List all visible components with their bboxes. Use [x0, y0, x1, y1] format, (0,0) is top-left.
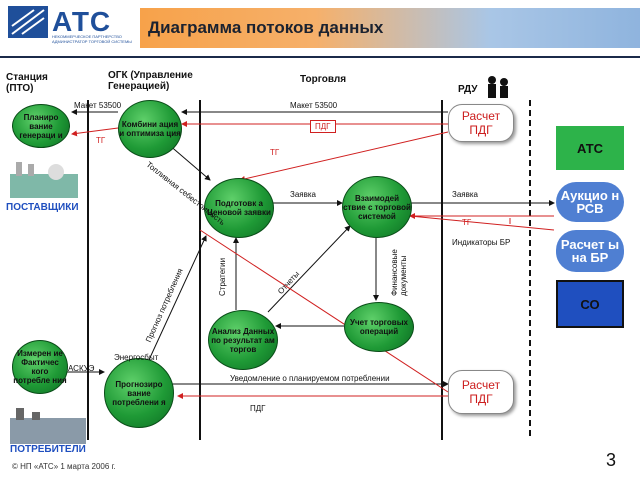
copyright: © НП «АТС» 1 марта 2006 г.	[12, 462, 116, 471]
node-gen-planning: Планиро вание генераци и	[12, 104, 70, 148]
label-pdg-bottom: ПДГ	[250, 404, 266, 413]
label-strategies: Стратегии	[218, 257, 227, 296]
node-interaction: Взаимодей ствие с торговой системой	[342, 176, 412, 238]
page-title: Диаграмма потоков данных	[148, 18, 384, 37]
factory-icon	[10, 408, 86, 444]
logo-emblem-icon	[8, 6, 48, 38]
pdg-calc-top: Расчет ПДГ	[448, 104, 514, 142]
label-pdg-box: ПДГ	[310, 120, 336, 133]
suppliers-label: ПОСТАВЩИКИ	[6, 202, 79, 213]
auction-box: Аукцио н РСВ	[556, 182, 624, 222]
node-forecast: Прогнозиро вание потреблени я	[104, 358, 174, 428]
consumers-label: ПОТРЕБИТЕЛИ	[10, 444, 86, 455]
label-maket-right: Макет 53500	[290, 101, 338, 110]
title-band	[140, 8, 640, 48]
rdu-people-icon	[488, 76, 508, 98]
label-br-indicators: Индикаторы БР	[452, 238, 511, 247]
ats-box: АТС	[556, 126, 624, 170]
pdg-calc-bottom: Расчет ПДГ	[448, 370, 514, 414]
logo-text: АТС	[52, 6, 112, 37]
logo-subtitle: НЕКОММЕРЧЕСКОЕ ПАРТНЕРСТВО АДМИНИСТРАТОР…	[52, 34, 132, 44]
page-number: 3	[606, 450, 617, 470]
node-analysis: Анализ Данных по результат ам торгов	[208, 310, 278, 370]
power-plant-icon	[10, 162, 78, 198]
br-calc-box: Расчет ы на БР	[556, 230, 624, 272]
column-trade: Торговля	[300, 74, 347, 85]
label-notify: Уведомление о планируемом потреблении	[230, 374, 390, 383]
node-prep-bid: Подготовк а Ценовой заявки	[204, 178, 274, 238]
node-combination: Комбини ация и оптимиза ция	[118, 100, 182, 158]
so-box: СО	[556, 280, 624, 328]
label-tg-left: ТГ	[96, 136, 106, 145]
label-energosbyt: Энергосбыт	[114, 353, 159, 362]
column-station: Станция (ПТО)	[6, 72, 48, 94]
label-tg-mid: ТГ	[270, 148, 280, 157]
label-maket-left: Макет 53500	[74, 101, 122, 110]
label-zayavka-right: Заявка	[452, 190, 478, 199]
column-ogk: ОГК (Управление Генерацией)	[108, 70, 193, 92]
node-accounting: Учет торговых операций	[344, 302, 414, 352]
header: АТС НЕКОММЕРЧЕСКОЕ ПАРТНЕРСТВО АДМИНИСТР…	[0, 0, 640, 56]
logo-area: АТС НЕКОММЕРЧЕСКОЕ ПАРТНЕРСТВО АДМИНИСТР…	[0, 0, 140, 48]
label-askue: АСКУЭ	[68, 364, 95, 373]
label-zayavka-mid: Заявка	[290, 190, 316, 199]
header-rule	[0, 56, 640, 58]
label-fin-docs: Финансовые документы	[390, 249, 408, 296]
column-rdu: РДУ	[458, 84, 478, 95]
node-consumption-measure: Измерен ие Фактичес кого потребле ния	[12, 340, 68, 394]
label-tg-right: ТГ	[462, 218, 472, 227]
